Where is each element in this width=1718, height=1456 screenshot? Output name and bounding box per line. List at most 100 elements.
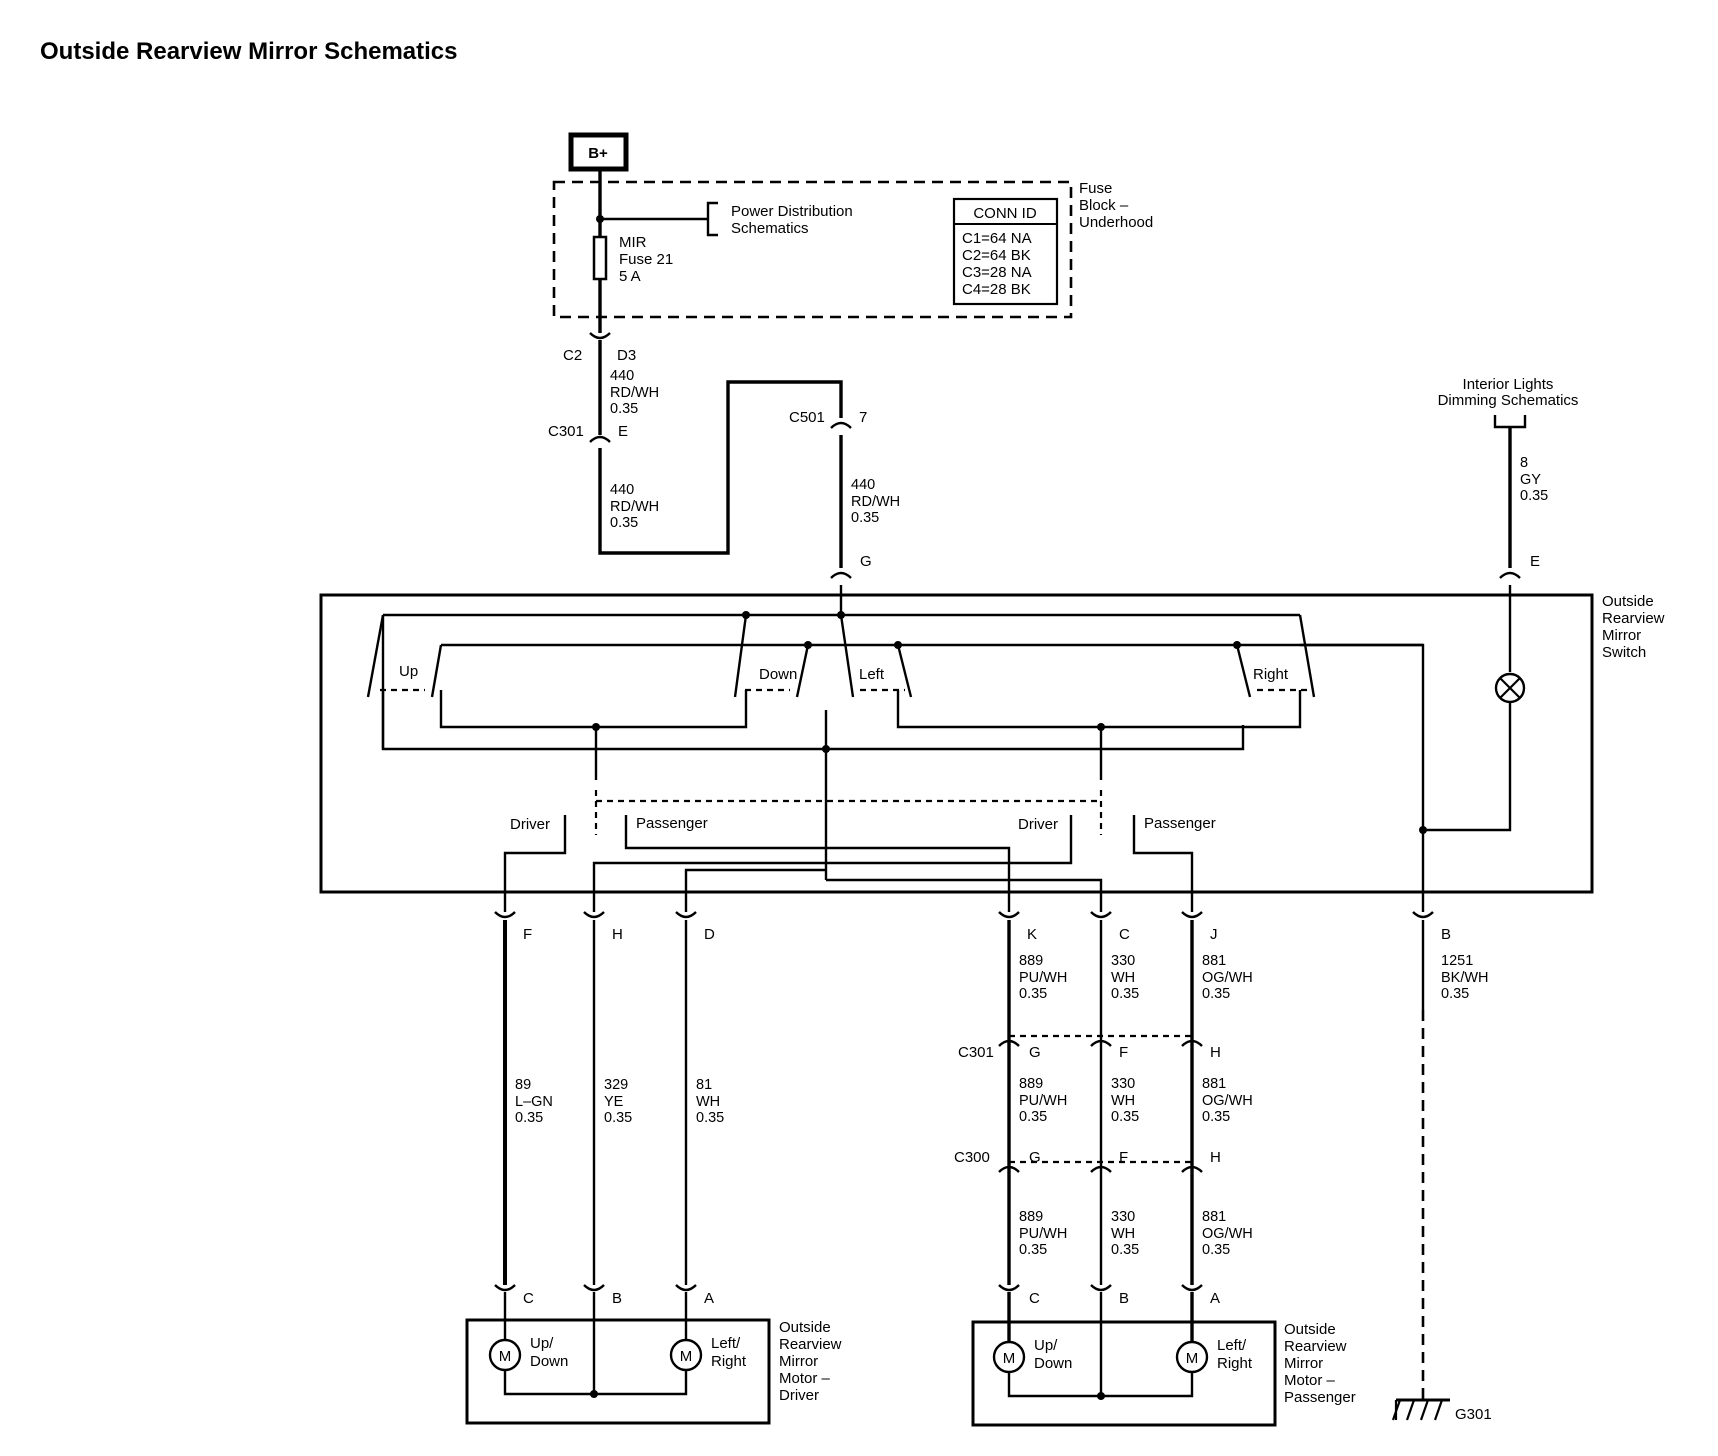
- motor-driver-pins: C B A: [494, 1284, 714, 1307]
- motor-updown-label: Up/: [1034, 1337, 1058, 1354]
- pin-label: A: [1210, 1290, 1220, 1307]
- wire-label: BK/WH: [1441, 970, 1489, 986]
- wire-label: 0.35: [1019, 1109, 1047, 1125]
- fuse-block-label-2: Block –: [1079, 197, 1129, 214]
- wire-label: PU/WH: [1019, 1226, 1067, 1242]
- motor-leftright-label: Right: [1217, 1355, 1253, 1372]
- connector-c2-label: C2: [563, 347, 582, 364]
- switch-contact-up-label: Up: [399, 663, 418, 680]
- selector-passenger-label: Passenger: [636, 815, 708, 832]
- wire-label: 0.35: [610, 401, 638, 417]
- motor-driver-label: Outside: [779, 1319, 831, 1336]
- wire-label: 0.35: [1019, 1242, 1047, 1258]
- pin-label: D: [704, 926, 715, 943]
- wire-label: 330: [1111, 1076, 1135, 1092]
- diagram-title: Outside Rearview Mirror Schematics: [40, 38, 458, 65]
- connector-c300-label: C300: [954, 1149, 990, 1166]
- motor-driver-name: Outside Rearview Mirror Motor – Driver: [779, 1319, 842, 1404]
- motor-passenger-box: M M Up/ Down Left/ Right: [971, 1292, 1277, 1427]
- switch-pin-g-label: G: [860, 553, 872, 570]
- wire-label: 889: [1019, 953, 1043, 969]
- power-distribution-label-2: Schematics: [731, 220, 809, 237]
- motor-passenger-label: Motor –: [1284, 1372, 1336, 1389]
- pin-label: F: [1119, 1044, 1128, 1061]
- wire-label: OG/WH: [1202, 1093, 1253, 1109]
- pin-label: H: [1210, 1044, 1221, 1061]
- pin-label: F: [523, 926, 532, 943]
- power-distribution-label-1: Power Distribution: [731, 203, 853, 220]
- connector-c300: C300 G F H: [954, 1149, 1221, 1173]
- wire-label: 330: [1111, 953, 1135, 969]
- switch-labels: Up Down Left Right Driver Passenger Driv…: [399, 663, 1289, 833]
- wire-label: RD/WH: [610, 499, 659, 515]
- pin-label: B: [1441, 926, 1451, 943]
- motor-leftright-label: Right: [711, 1353, 747, 1370]
- selector-driver-label: Driver: [510, 816, 550, 833]
- wire-label: 0.35: [1111, 1109, 1139, 1125]
- connector-c301: C301 G F H: [958, 1034, 1221, 1061]
- pin-label: H: [1210, 1149, 1221, 1166]
- wire-label: PU/WH: [1019, 970, 1067, 986]
- pin-label: G: [1029, 1044, 1041, 1061]
- wire-label: 881: [1202, 953, 1226, 969]
- motor-driver-label: Mirror: [779, 1353, 818, 1370]
- motor-driver-label: Motor –: [779, 1370, 831, 1387]
- pin-label: G: [1029, 1149, 1041, 1166]
- wire-label: 889: [1019, 1076, 1043, 1092]
- wire-label: 0.35: [1202, 986, 1230, 1002]
- motor-leftright-label: Left/: [711, 1335, 741, 1352]
- motor-symbol-label: M: [1003, 1350, 1016, 1367]
- connector-c2-symbol: [589, 332, 611, 340]
- wire-label: WH: [1111, 1226, 1135, 1242]
- wire-label: 0.35: [515, 1110, 543, 1126]
- wire-label: PU/WH: [1019, 1093, 1067, 1109]
- bracket-symbol: [706, 201, 718, 237]
- battery-source: B+: [568, 132, 629, 172]
- driver-wires: [503, 920, 688, 1285]
- wire-label: 0.35: [1111, 1242, 1139, 1258]
- motor-driver-label: Rearview: [779, 1336, 842, 1353]
- wire-label: 329: [604, 1077, 628, 1093]
- connector-c501-symbol: [830, 421, 852, 429]
- interior-lights-label-1: Interior Lights: [1463, 376, 1554, 393]
- motor-leftright-icon: [1175, 1340, 1209, 1374]
- wire-label: OG/WH: [1202, 970, 1253, 986]
- switch-pin-g-symbol: [830, 571, 852, 579]
- pin-label: H: [612, 926, 623, 943]
- wire-label: RD/WH: [610, 385, 659, 401]
- ground-label: G301: [1455, 1406, 1492, 1423]
- mirror-switch-box: Outside Rearview Mirror Switch: [319, 593, 1665, 894]
- wire-label: WH: [1111, 970, 1135, 986]
- battery-label: B+: [588, 145, 608, 162]
- wire-label: 0.35: [1202, 1109, 1230, 1125]
- pin-label: A: [704, 1290, 714, 1307]
- wire-440-segment-2: [598, 380, 843, 555]
- switch-contact-right-label: Right: [1253, 666, 1289, 683]
- connector-c301-label: C301: [958, 1044, 994, 1061]
- motor-passenger-label: Mirror: [1284, 1355, 1323, 1372]
- switch-label-2: Rearview: [1602, 610, 1665, 627]
- wire-label: 1251: [1441, 953, 1473, 969]
- switch-label-4: Switch: [1602, 644, 1646, 661]
- connector-c301-top-symbol: [589, 435, 611, 443]
- motor-passenger-pins: C B A: [998, 1284, 1220, 1307]
- conn-id-header: CONN ID: [973, 205, 1037, 222]
- pin-label: K: [1027, 926, 1037, 943]
- selector-passenger-label: Passenger: [1144, 815, 1216, 832]
- connector-c501-label: C501: [789, 409, 825, 426]
- switch-contact-left-label: Left: [859, 666, 885, 683]
- wire-label: 0.35: [604, 1110, 632, 1126]
- wire-label: 8: [1520, 455, 1528, 471]
- wire-label: 440: [610, 368, 634, 384]
- motor-symbol-label: M: [1186, 1350, 1199, 1367]
- fuse-label-2: Fuse 21: [619, 251, 673, 268]
- pin-label: C: [1029, 1290, 1040, 1307]
- wire-label: 89: [515, 1077, 531, 1093]
- switch-pin-e-symbol: [1499, 571, 1521, 579]
- connector-c301-top-label: C301: [548, 423, 584, 440]
- motor-updown-icon: [488, 1338, 522, 1372]
- wire-label: 0.35: [1202, 1242, 1230, 1258]
- pin-label: C: [1119, 926, 1130, 943]
- motor-passenger-label: Outside: [1284, 1321, 1336, 1338]
